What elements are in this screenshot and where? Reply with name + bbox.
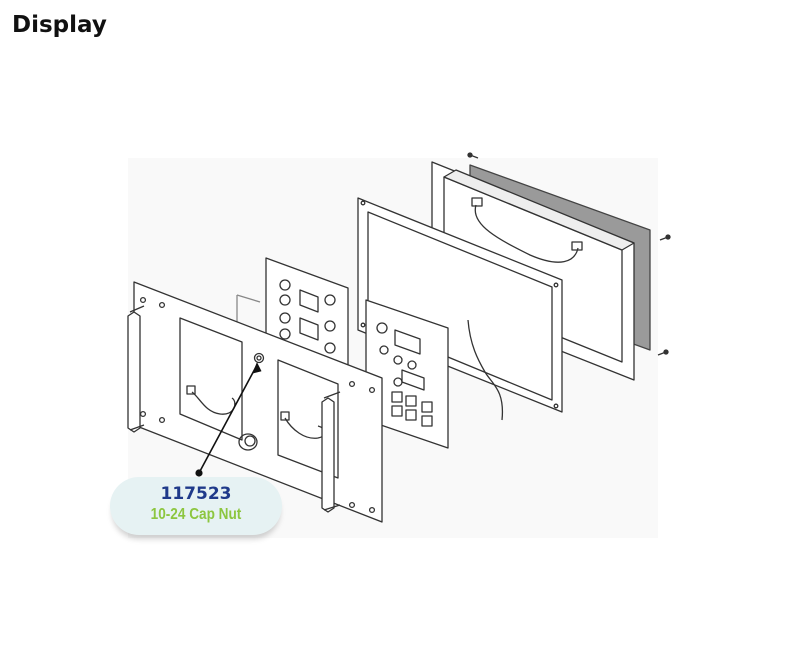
part-description: 10-24 Cap Nut	[150, 506, 242, 523]
screw-icon	[659, 234, 671, 241]
part-callout: 117523 10-24 Cap Nut	[110, 477, 282, 535]
gasket-frame	[357, 197, 563, 421]
part-number: 117523	[160, 484, 232, 504]
cap-nut-icon	[253, 352, 265, 364]
handle-icon	[127, 305, 145, 433]
handle-icon	[321, 391, 341, 513]
screw-icon	[467, 152, 479, 159]
page-title: Display	[12, 12, 107, 38]
callout-pointer	[195, 362, 262, 477]
screw-icon	[657, 349, 669, 356]
control-label-panel	[365, 299, 449, 449]
